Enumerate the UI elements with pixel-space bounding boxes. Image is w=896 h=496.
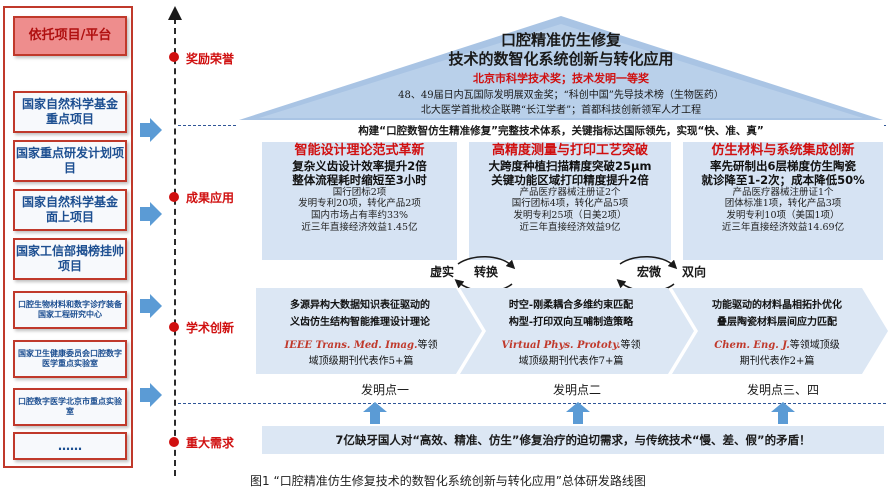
academic-3-journal-count: 期刊代表作2+篇 <box>739 356 815 367</box>
result-main: 就诊降至1-2次；成本降低50% <box>701 172 865 187</box>
academic-3-journal: Chem. Eng. J.等领域顶级 <box>714 340 840 351</box>
axis-dot <box>169 192 179 202</box>
goal-banner: 构建“口腔数智仿生精准修复”完整技术体系，关键指标达国际领先，实现“快、准、真” <box>238 123 884 138</box>
academic-2-line1: 时空-刚柔耦合多维约束匹配 <box>508 300 634 311</box>
result-stat: 近三年直接经济效益14.69亿 <box>721 221 845 233</box>
result-main: 整体流程耗时缩短至3小时 <box>292 172 427 187</box>
chevron-shape <box>256 288 482 374</box>
result-stat: 国内市场占有率约33% <box>310 210 409 222</box>
result-stat: 产品医疗器械注册证1个 <box>732 186 834 198</box>
arc-arrow <box>619 256 678 270</box>
result-stat: 国行团标4项，转化产品5项 <box>511 198 629 210</box>
figure-caption: 图1 “口腔精准仿生修复技术的数智化系统创新与转化应用”总体研发路线图 <box>250 474 646 488</box>
needs-box <box>262 426 884 454</box>
axis-dot <box>169 322 179 332</box>
academic-1-journal: IEEE Trans. Med. Imag.等领 <box>284 340 438 351</box>
up-arrow <box>363 402 387 424</box>
result-stat: 近三年直接经济效益9亿 <box>519 221 621 233</box>
project-nsfc-general: 国家自然科学基金 面上项目 <box>13 189 127 231</box>
project-title-line1: 口腔精准仿生修复 <box>500 31 621 49</box>
chevron-shape <box>672 288 888 374</box>
result-main: 率先研制出6层梯度仿生陶瓷 <box>709 158 856 173</box>
support-projects-header: 依托项目/平台 <box>13 16 127 56</box>
axis-arrow-head <box>168 6 182 20</box>
academic-1-line2: 义齿仿生结构智能推理设计理论 <box>290 317 430 328</box>
result-main: 关键功能区域打印精度提升2倍 <box>491 172 649 187</box>
result-main: 复杂义齿设计效率提升2倍 <box>292 158 427 173</box>
awards-roof <box>239 16 883 120</box>
platform-beijing-key-lab: 口腔数字医学北京市重点实验室 <box>13 388 127 426</box>
academic-3-line2: 叠层陶瓷材料层间应力匹配 <box>717 317 837 328</box>
result-title: 智能设计理论范式革新 <box>294 143 425 158</box>
link-conversion: 转换 <box>474 265 499 279</box>
axis-dot <box>169 52 179 62</box>
invention-point-2: 发明点二 <box>552 383 601 397</box>
academic-chevrons <box>256 288 888 374</box>
result-box-materials: 仿生材料与系统集成创新 率先研制出6层梯度仿生陶瓷 就诊降至1-2次；成本降低5… <box>683 142 883 260</box>
platform-national-engineering-center: 口腔生物材料和数字诊疗装备 国家工程研究中心 <box>13 291 127 329</box>
chevron-shape <box>460 288 694 374</box>
award-geneva-gold: 48、49届日内瓦国际发明展双金奖；“科创中国”先导技术榜（生物医药） <box>398 90 724 101</box>
result-stat: 发明专利10项（美国1项） <box>726 210 840 222</box>
result-title: 仿生材料与系统集成创新 <box>711 143 855 158</box>
academic-1-line1: 多源异构大数据知识表征驱动的 <box>290 300 430 311</box>
result-box-design: 智能设计理论范式革新 复杂义齿设计效率提升2倍 整体流程耗时缩短至3小时 国行团… <box>262 142 457 260</box>
project-national-key-rd: 国家重点研发计划项目 <box>13 140 127 182</box>
arc-arrow <box>457 256 516 270</box>
academic-3-line1: 功能驱动的材料晶相拓扑优化 <box>712 300 842 311</box>
result-stat: 团体标准1项，转化产品3项 <box>724 198 842 210</box>
academic-2-line2: 构型-打印双向互哺制造策略 <box>508 317 634 328</box>
link-bidirectional: 双向 <box>682 265 707 279</box>
timeline-axis <box>174 18 178 476</box>
invention-point-1: 发明点一 <box>360 383 409 397</box>
result-main: 大跨度种植扫描精度突破25μm <box>488 158 652 173</box>
support-projects-panel: 依托项目/平台 国家自然科学基金 重点项目 国家重点研发计划项目 国家自然科学基… <box>3 6 133 468</box>
result-stat: 发明专利20项，转化产品2项 <box>298 198 421 210</box>
link-virtual-real: 虚实 <box>430 265 455 279</box>
invention-point-3-4: 发明点三、四 <box>746 383 819 397</box>
result-title: 高精度测量与打印工艺突破 <box>491 143 648 158</box>
link-macro-micro: 宏微 <box>637 265 662 279</box>
stage-needs-label: 重大需求 <box>186 436 235 450</box>
axis-dot <box>169 437 179 447</box>
result-box-measurement: 高精度测量与打印工艺突破 大跨度种植扫描精度突破25μm 关键功能区域打印精度提… <box>469 142 671 260</box>
academic-2-journal: Virtual Phys. Prototy.等领 <box>501 340 641 351</box>
academic-2-journal-count: 域顶级期刊代表作7+篇 <box>518 356 624 367</box>
project-nsfc-key: 国家自然科学基金 重点项目 <box>13 91 127 133</box>
more-platforms-ellipsis: …… <box>13 432 127 460</box>
project-miit-bounty: 国家工信部揭榜挂帅项目 <box>13 238 127 280</box>
result-stat: 产品医疗器械注册证2个 <box>519 186 621 198</box>
up-arrow <box>771 402 795 424</box>
needs-statement: 7亿缺牙国人对“高效、精准、仿生”修复治疗的迫切需求，与传统技术“慢、差、假”的… <box>335 433 811 447</box>
award-beijing-invention: 北京市科学技术奖；技术发明一等奖 <box>473 72 649 85</box>
result-stat: 发明专利25项（日美2项） <box>513 210 627 222</box>
academic-1-journal-count: 域顶级期刊代表作5+篇 <box>308 356 414 367</box>
award-talent-programs: 北大医学首批校企联聘“长江学者”；首都科技创新领军人才工程 <box>420 105 702 116</box>
stage-awards-label: 奖励荣誉 <box>186 52 235 66</box>
result-stat: 近三年直接经济效益1.45亿 <box>301 221 418 233</box>
platform-nhc-key-lab: 国家卫生健康委员会口腔数字医学重点实验室 <box>13 340 127 378</box>
band-divider <box>178 403 886 404</box>
stage-academic-label: 学术创新 <box>186 321 235 335</box>
result-stat: 国行团标2项 <box>332 186 387 198</box>
stage-results-label: 成果应用 <box>186 191 235 205</box>
up-arrow <box>566 402 590 424</box>
project-title-line2: 技术的数智化系统创新与转化应用 <box>448 50 674 68</box>
